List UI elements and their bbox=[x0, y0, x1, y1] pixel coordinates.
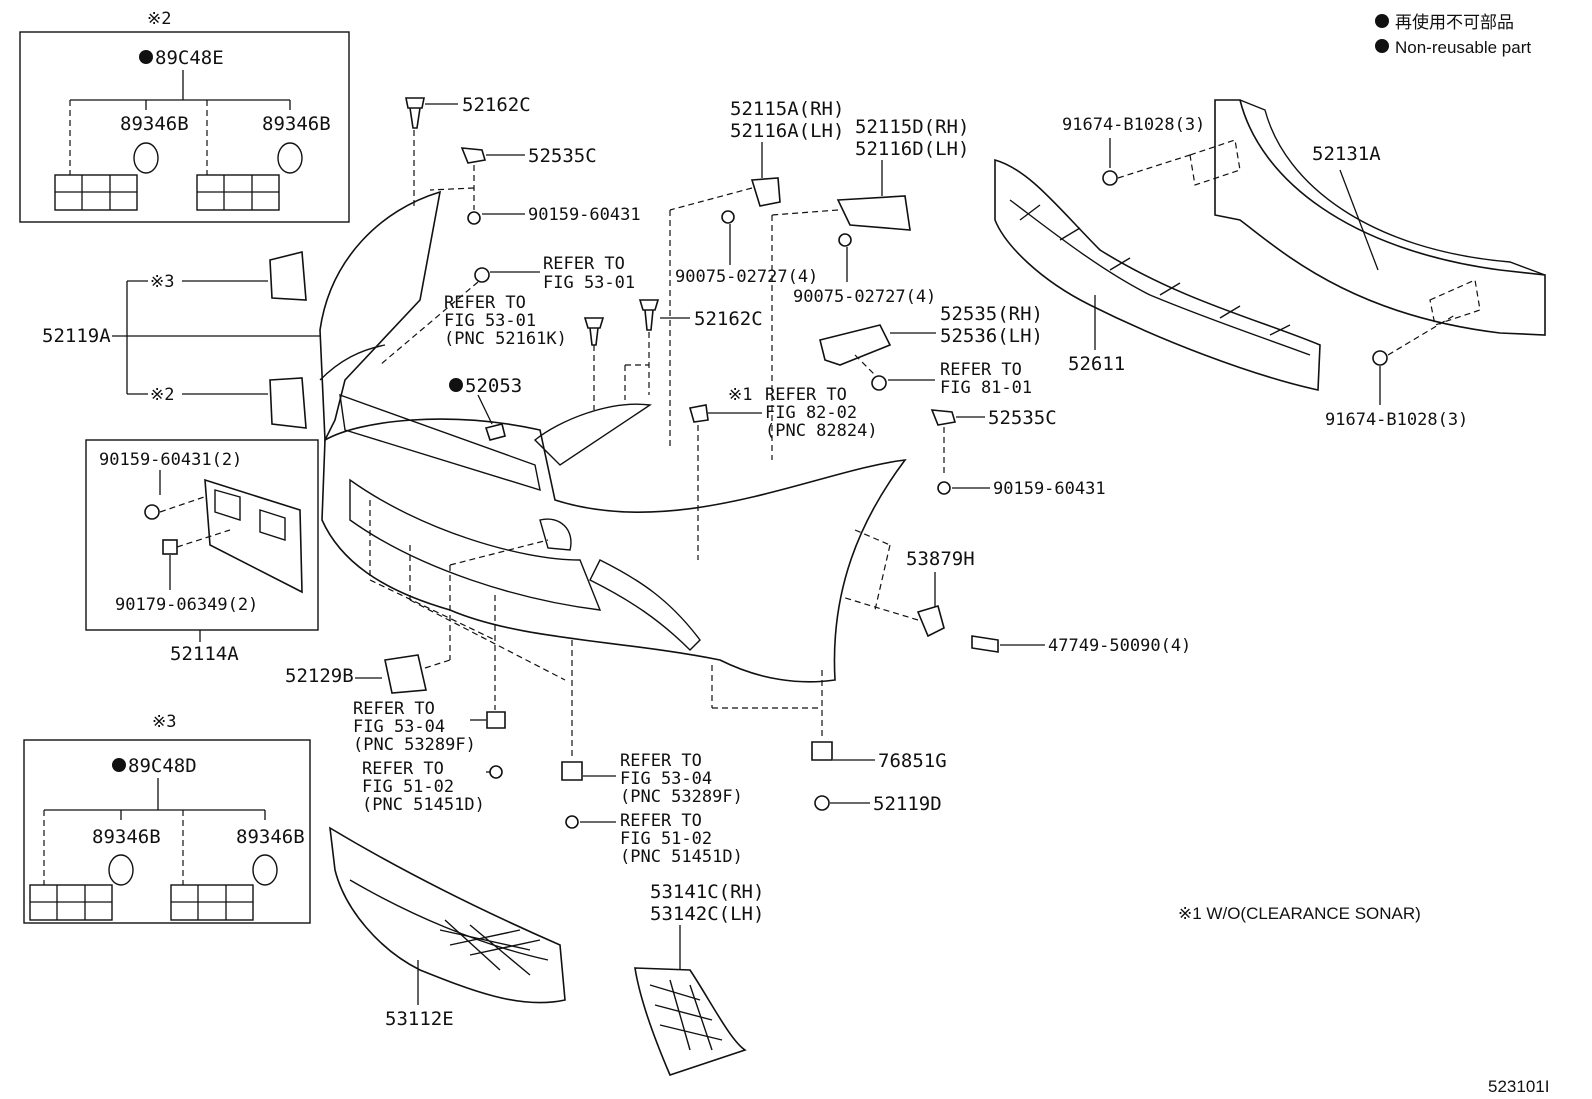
non-reusable-dot-icon bbox=[139, 50, 153, 64]
non-reusable-dot-icon bbox=[449, 378, 463, 392]
non-reusable-dot-icon bbox=[112, 758, 126, 772]
side-grille-lh-label: 53142C(LH) bbox=[650, 903, 764, 925]
upper-fasteners: 52162C 52535C 90159-60431 REFER TO FIG 5… bbox=[379, 94, 763, 441]
refer-5304-b-line3: (PNC 53289F) bbox=[620, 787, 743, 807]
kit-box-2-mark: ※2 bbox=[147, 9, 171, 29]
kit-box-3: ※3 89C48D 89346B 89346B bbox=[23, 712, 311, 924]
refer-5301-b-line3: (PNC 52161K) bbox=[444, 329, 567, 349]
plate-bolt-label: 90159-60431(2) bbox=[99, 450, 242, 470]
seal-and-screw: 53879H 47749-50090(4) bbox=[841, 529, 1191, 656]
kit-box-2-part-left: 89346B bbox=[120, 113, 189, 135]
bracket-a-rh-label: 52115A(RH) bbox=[730, 98, 844, 120]
kit-box-3-kit-number: 89C48D bbox=[128, 755, 197, 777]
non-reusable-dot-icon bbox=[1375, 39, 1389, 53]
refer-5102-b-line3: (PNC 51451D) bbox=[620, 847, 743, 867]
support-rh-label: 52535(RH) bbox=[940, 303, 1043, 325]
bolt-rein-bottom-label: 91674-B1028(3) bbox=[1325, 410, 1468, 430]
refer-8202-callout: ※1 REFER TO FIG 82-02 (PNC 82824) bbox=[688, 385, 878, 560]
bracket-d-lh-label: 52116D(LH) bbox=[855, 138, 969, 160]
bumper-cover-illustration bbox=[319, 190, 907, 683]
refer-5301-b-line1: REFER TO bbox=[444, 293, 526, 313]
bolt-top-label: 90159-60431 bbox=[528, 205, 641, 225]
refer-8101-line1: REFER TO bbox=[940, 360, 1022, 380]
refer-8202-mark: ※1 bbox=[728, 385, 752, 405]
side-brackets: 52115A(RH) 52116A(LH) 90075-02727(4) 521… bbox=[669, 98, 969, 460]
footnote: ※1 W/O(CLEARANCE SONAR) bbox=[1178, 904, 1421, 923]
retainer-right-label: 52535C bbox=[988, 407, 1057, 429]
refer-8202-line2: FIG 82-02 bbox=[765, 403, 857, 423]
plate-assembly-label: 52114A bbox=[170, 643, 239, 665]
kit-box-2-kit-number: 89C48E bbox=[155, 47, 224, 69]
support-lh-label: 52536(LH) bbox=[940, 325, 1043, 347]
refer-5304-a-line1: REFER TO bbox=[353, 699, 435, 719]
right-fasteners: 52535C 90159-60431 bbox=[930, 407, 1106, 499]
refer-5102-b-line2: FIG 51-02 bbox=[620, 829, 712, 849]
pad-label: 52053 bbox=[465, 375, 522, 397]
legend-jp: 再使用不可部品 bbox=[1395, 12, 1514, 32]
bolt-a-label: 90075-02727(4) bbox=[675, 267, 818, 287]
bolt-d-label: 90075-02727(4) bbox=[793, 287, 936, 307]
legend: 再使用不可部品 Non-reusable part bbox=[1375, 12, 1531, 57]
support-bracket: 52535(RH) 52536(LH) REFER TO FIG 81-01 bbox=[819, 303, 1043, 398]
diagram-id: 523101I bbox=[1488, 1077, 1549, 1096]
cap-label: 52129B bbox=[285, 665, 354, 687]
retainer-top-label: 52535C bbox=[528, 145, 597, 167]
refer-5304-a-line2: FIG 53-04 bbox=[353, 717, 445, 737]
seal-label: 53879H bbox=[906, 548, 975, 570]
mark-2-label: ※2 bbox=[150, 385, 174, 405]
bracket-a-lh-label: 52116A(LH) bbox=[730, 120, 844, 142]
reinforcement-label: 52131A bbox=[1312, 143, 1381, 165]
license-plate-box: 90159-60431(2) 90179-06349(2) 52114A bbox=[85, 439, 319, 665]
refer-5102-a-line2: FIG 51-02 bbox=[362, 777, 454, 797]
screw-label: 47749-50090(4) bbox=[1048, 636, 1191, 656]
reinforcement: 52131A 91674-B1028(3) 91674-B1028(3) bbox=[1062, 99, 1546, 430]
clip-mid-label: 52162C bbox=[694, 308, 763, 330]
lower-right-fasteners: 76851G 52119D bbox=[711, 665, 947, 815]
grille-label: 53112E bbox=[385, 1008, 454, 1030]
refer-5301-a-line2: FIG 53-01 bbox=[543, 273, 635, 293]
kit-box-2: ※2 89C48E 89346B 89346B bbox=[19, 9, 350, 223]
cap: 52129B bbox=[285, 539, 549, 694]
refer-8101-line2: FIG 81-01 bbox=[940, 378, 1032, 398]
energy-absorber: 52611 bbox=[994, 158, 1321, 391]
refer-5102-a-line1: REFER TO bbox=[362, 759, 444, 779]
kit-box-3-part-right: 89346B bbox=[236, 826, 305, 848]
absorber-label: 52611 bbox=[1068, 353, 1125, 375]
lower-left-refers: REFER TO FIG 53-04 (PNC 53289F) REFER TO… bbox=[353, 500, 743, 867]
kit-box-3-mark: ※3 bbox=[152, 712, 176, 732]
legend-en: Non-reusable part bbox=[1395, 38, 1531, 57]
clip-top-label: 52162C bbox=[462, 94, 531, 116]
refer-5304-b-line1: REFER TO bbox=[620, 751, 702, 771]
bolt-rein-top-label: 91674-B1028(3) bbox=[1062, 115, 1205, 135]
kit-box-3-part-left: 89346B bbox=[92, 826, 161, 848]
clip-76851-label: 76851G bbox=[878, 750, 947, 772]
refer-5304-b-line2: FIG 53-04 bbox=[620, 769, 712, 789]
refer-5102-b-line1: REFER TO bbox=[620, 811, 702, 831]
refer-8202-line1: REFER TO bbox=[765, 385, 847, 405]
lower-grille: 53112E bbox=[329, 826, 566, 1030]
bracket-d-rh-label: 52115D(RH) bbox=[855, 116, 969, 138]
refer-8202-line3: (PNC 82824) bbox=[765, 421, 878, 441]
mark-3-label: ※3 bbox=[150, 272, 174, 292]
side-grille: 53141C(RH) 53142C(LH) bbox=[634, 881, 764, 1076]
refer-5102-a-line3: (PNC 51451D) bbox=[362, 795, 485, 815]
cover-callout: 52119A ※3 ※2 bbox=[42, 250, 320, 429]
kit-box-2-part-right: 89346B bbox=[262, 113, 331, 135]
cover-label: 52119A bbox=[42, 325, 111, 347]
bolt-right-label: 90159-60431 bbox=[993, 479, 1106, 499]
refer-5304-a-line3: (PNC 53289F) bbox=[353, 735, 476, 755]
refer-5301-b-line2: FIG 53-01 bbox=[444, 311, 536, 331]
plate-nut-label: 90179-06349(2) bbox=[115, 595, 258, 615]
bolt-52119d-label: 52119D bbox=[873, 793, 942, 815]
refer-5301-a-line1: REFER TO bbox=[543, 254, 625, 274]
side-grille-rh-label: 53141C(RH) bbox=[650, 881, 764, 903]
non-reusable-dot-icon bbox=[1375, 14, 1389, 28]
